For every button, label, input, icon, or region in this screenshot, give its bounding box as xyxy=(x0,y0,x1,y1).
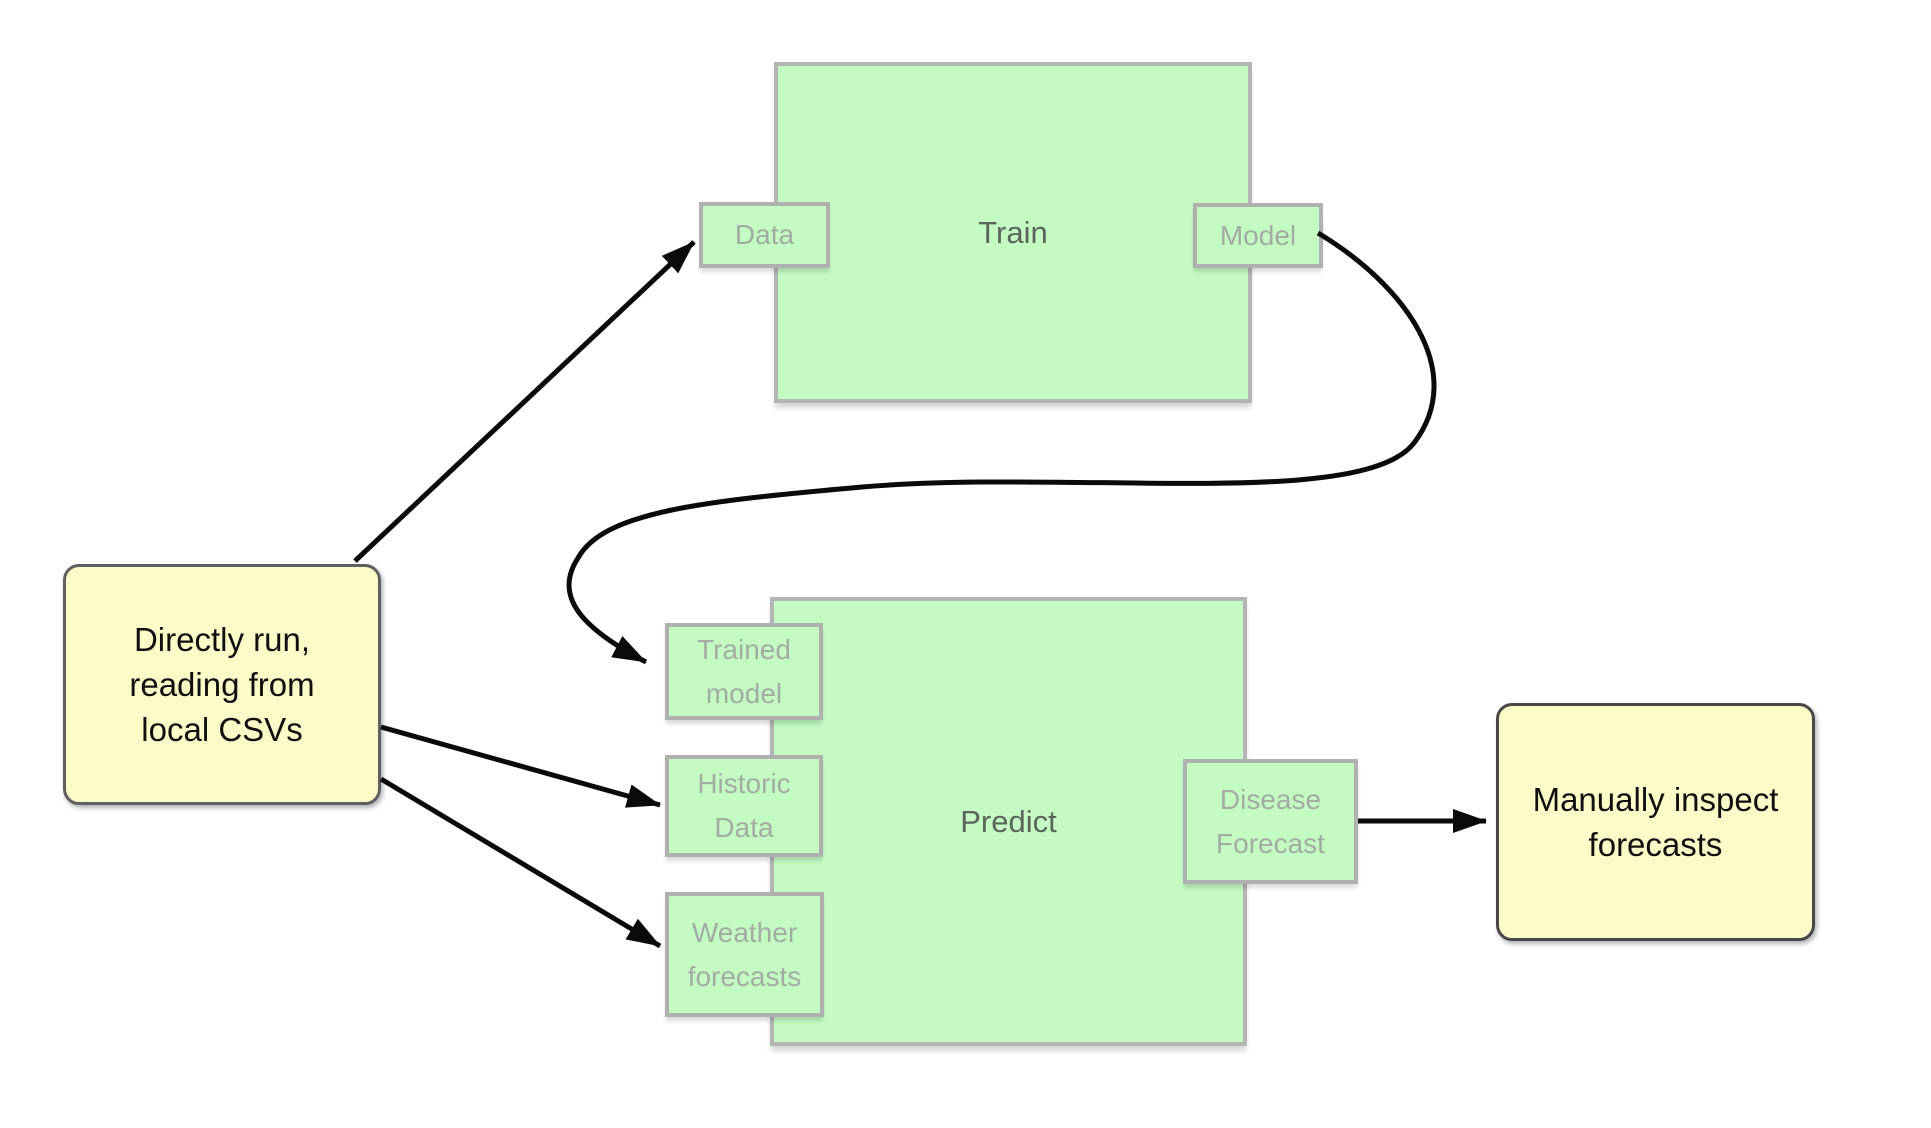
port-weather-forecasts-label-line2: forecasts xyxy=(687,960,802,992)
port-weather-forecasts-label-line1: Weather xyxy=(691,916,798,948)
port-historic-data-label-line2: Data xyxy=(714,812,774,843)
port-disease-forecast: Disease Forecast xyxy=(1183,759,1358,884)
port-data: Data xyxy=(699,202,830,268)
port-trained-model-label-line1: Trained xyxy=(697,633,791,665)
arrow-source-to-train-data xyxy=(353,240,696,563)
port-weather-forecasts: Weather forecasts xyxy=(665,892,824,1017)
port-historic-data: Historic Data xyxy=(665,755,823,857)
arrow-source-to-historic-data xyxy=(380,724,661,808)
train-process-box: Train xyxy=(774,62,1252,403)
source-note-line3: local CSVs xyxy=(141,711,303,748)
arrow-source-to-weather-forecasts xyxy=(379,776,662,949)
port-trained-model-label-line2: model xyxy=(705,677,783,709)
inspect-note-line2: forecasts xyxy=(1588,826,1723,863)
port-disease-forecast-label-line1: Disease xyxy=(1219,783,1322,815)
port-model: Model xyxy=(1193,203,1323,268)
inspect-note-line1: Manually inspect xyxy=(1532,781,1779,818)
predict-label: Predict xyxy=(960,803,1057,839)
port-model-label: Model xyxy=(1219,219,1297,251)
port-trained-model: Trained model xyxy=(665,623,823,720)
port-disease-forecast-label-line2: Forecast xyxy=(1216,827,1325,859)
source-note-line1: Directly run, xyxy=(133,621,311,658)
predict-process-box: Predict xyxy=(770,597,1247,1046)
port-historic-data-label-line1: Historic xyxy=(697,768,791,799)
inspect-note: Manually inspect forecasts xyxy=(1496,703,1815,941)
train-label: Train xyxy=(978,214,1048,250)
source-note: Directly run, reading from local CSVs xyxy=(63,564,381,805)
port-data-label: Data xyxy=(734,219,795,250)
source-note-line2: reading from xyxy=(129,666,315,703)
